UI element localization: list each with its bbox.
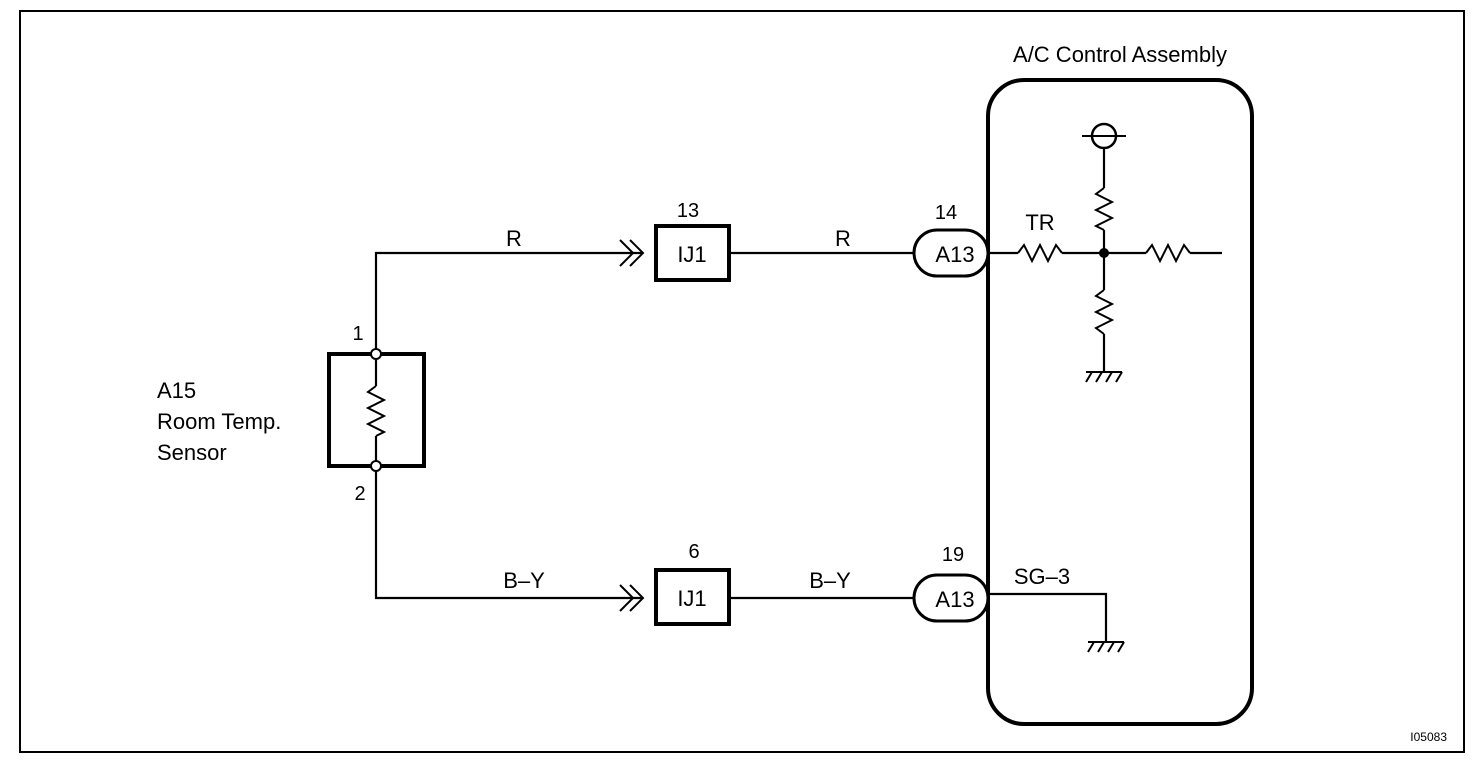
junction-top-label: IJ1	[677, 242, 706, 267]
junction-bottom-label: IJ1	[677, 586, 706, 611]
junction-top-chevron-outer	[619, 239, 635, 267]
sg3-ground-wire	[988, 592, 1108, 642]
wire-top-sensor-to-junction	[374, 251, 642, 349]
pulldown-resistor-symbol	[1093, 289, 1115, 335]
ground-bottom-icon	[1087, 641, 1125, 653]
ground-top-icon	[1085, 371, 1123, 383]
wire-bottom-sensor-to-junction	[374, 471, 642, 600]
connector-top-label: A13	[935, 242, 974, 267]
terminal-bottom-label: SG–3	[1014, 564, 1070, 589]
terminal-top-label: TR	[1025, 210, 1054, 235]
junction-top-pin: 13	[677, 200, 699, 222]
sensor-pin-2-terminal	[370, 460, 382, 472]
pullup-resistor-symbol	[1093, 187, 1115, 231]
assembly-title: A/C Control Assembly	[1013, 42, 1227, 67]
connector-bottom-pin: 19	[942, 544, 964, 566]
diagram-frame	[19, 10, 1465, 753]
junction-top-chevron-inner	[629, 239, 645, 267]
sensor-pin-1-label: 1	[352, 323, 363, 345]
wire-bottom-color-2: B–Y	[809, 568, 851, 593]
junction-bottom-chevron-inner	[629, 584, 645, 612]
connector-bottom-label: A13	[935, 587, 974, 612]
junction-bottom-pin: 6	[688, 541, 699, 563]
connector-top-pin: 14	[935, 202, 957, 224]
sensor-pin-2-label: 2	[354, 483, 365, 505]
sensor-name-line2: Sensor	[157, 440, 227, 465]
wire-bottom-color-1: B–Y	[503, 568, 545, 593]
connector-bottom-shape	[912, 573, 990, 623]
figure-code: I05083	[1410, 730, 1447, 744]
sensor-pin-1-terminal	[370, 348, 382, 360]
wire-top-color-2: R	[835, 226, 851, 251]
sensor-name-line1: Room Temp.	[157, 409, 281, 434]
wire-top-color-1: R	[506, 226, 522, 251]
sensor-resistor-symbol	[365, 385, 387, 437]
assembly-box	[986, 78, 1254, 726]
tr-resistor-symbol	[1017, 242, 1063, 264]
tr-output-resistor-symbol	[1145, 242, 1191, 264]
sensor-code: A15	[157, 378, 196, 403]
junction-bottom-chevron-outer	[619, 584, 635, 612]
